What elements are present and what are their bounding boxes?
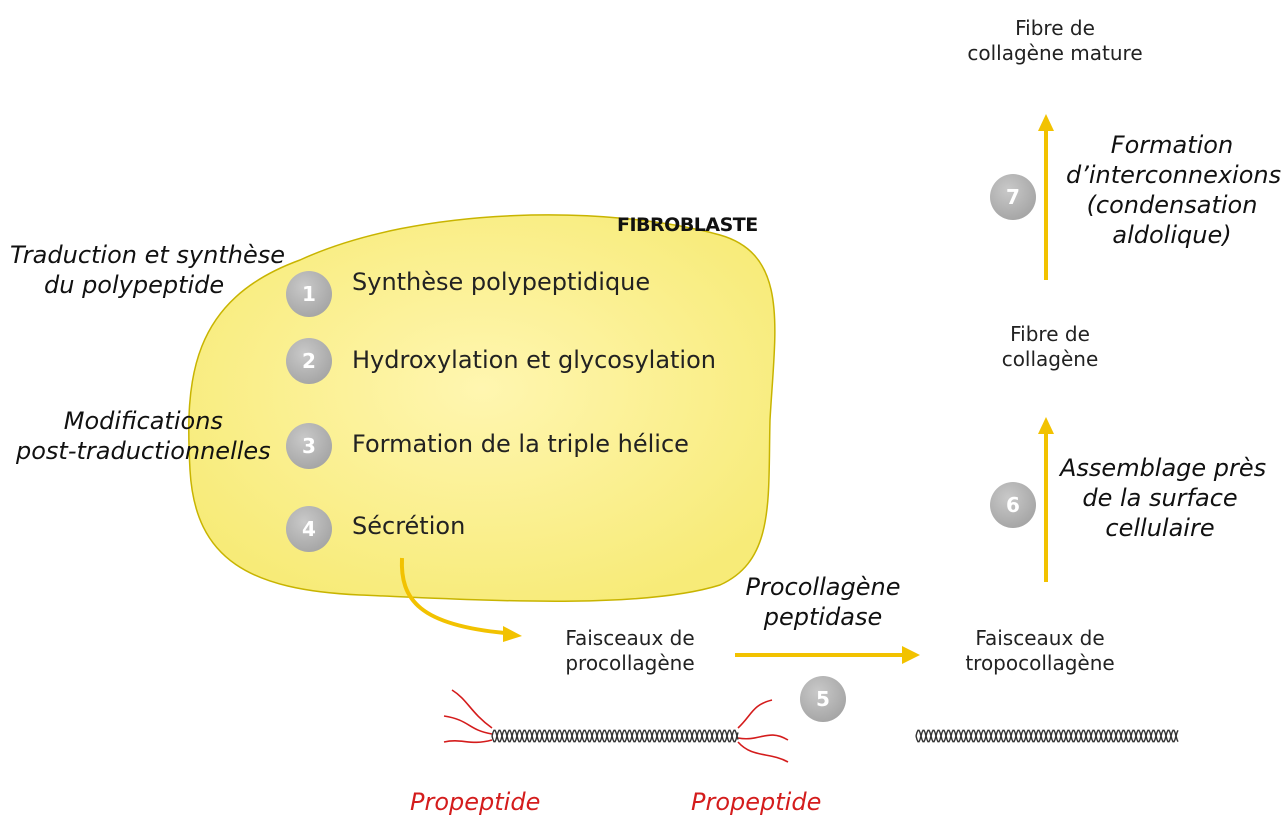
tropocollagen-label: Faisceaux de tropocollagène: [945, 626, 1135, 676]
tropocollagen-line-2: tropocollagène: [965, 651, 1115, 675]
step-4-badge: 4: [286, 506, 332, 552]
modifications-label: Modifications post-traductionnelles: [16, 406, 271, 466]
propeptide-left-label: Propeptide: [410, 788, 541, 816]
step-3-badge: 3: [286, 423, 332, 469]
assembly-line-3: cellulaire: [1105, 514, 1215, 542]
mature-fiber-line-2: collagène mature: [967, 41, 1143, 65]
fibroblast-cell: [188, 214, 776, 602]
step-3-label: Formation de la triple hélice: [352, 430, 689, 458]
propeptide-tails-left: [443, 689, 493, 744]
crosslink-line-4: aldolique): [1112, 221, 1232, 249]
propeptide-tails-right: [737, 699, 789, 763]
fibroblast-title: FIBROBLASTE: [617, 214, 758, 236]
mature-fiber-line-1: Fibre de: [1015, 16, 1095, 40]
assembly-line-1: Assemblage près: [1060, 454, 1267, 482]
procollagen-label: Faisceaux de procollagène: [540, 626, 720, 676]
propeptide-right-label: Propeptide: [691, 788, 822, 816]
step-1-label: Synthèse polypeptidique: [352, 268, 651, 296]
peptidase-arrowhead: [902, 646, 920, 664]
modifications-line-1: Modifications: [63, 407, 223, 435]
helix-tro-strand-1: [915, 729, 1179, 743]
translation-line-1: Traduction et synthèse: [10, 241, 285, 269]
secretion-arrowhead: [503, 626, 522, 642]
fiber-line-2: collagène: [1001, 347, 1099, 371]
crosslink-line-2: d’interconnexions: [1066, 161, 1282, 189]
helix-pro-strand-2: [491, 729, 739, 743]
peptidase-line-2: peptidase: [763, 603, 883, 631]
crosslink-arrowhead: [1038, 114, 1054, 131]
tropocollagen-triple-helix: [915, 729, 1179, 743]
step-1-badge: 1: [286, 271, 332, 317]
step-4-label: Sécrétion: [352, 512, 466, 540]
step-2-badge: 2: [286, 338, 332, 384]
step-7-badge: 7: [990, 174, 1036, 220]
crosslink-line-3: (condensation: [1086, 191, 1258, 219]
procollagen-triple-helix: [491, 729, 739, 743]
crosslink-label: Formation d’interconnexions (condensatio…: [1066, 130, 1282, 250]
procollagen-line-1: Faisceaux de: [565, 626, 695, 650]
step-5-badge: 5: [800, 676, 846, 722]
peptidase-label: Procollagène peptidase: [738, 572, 908, 632]
tropocollagen-line-1: Faisceaux de: [975, 626, 1105, 650]
secretion-arrow: [399, 557, 506, 635]
assembly-label: Assemblage près de la surface cellulaire: [1060, 453, 1267, 543]
assembly-arrowhead: [1038, 417, 1054, 434]
step-6-badge: 6: [990, 482, 1036, 528]
procollagen-line-2: procollagène: [565, 651, 695, 675]
fiber-line-1: Fibre de: [1010, 322, 1090, 346]
translation-line-2: du polypeptide: [44, 271, 225, 299]
assembly-line-2: de la surface: [1082, 484, 1238, 512]
translation-label: Traduction et synthèse du polypeptide: [10, 240, 285, 300]
crosslink-line-1: Formation: [1110, 131, 1234, 159]
helix-tro-strand-2: [915, 729, 1179, 743]
peptidase-line-1: Procollagène: [745, 573, 901, 601]
step-2-label: Hydroxylation et glycosylation: [352, 346, 716, 374]
mature-fiber-label: Fibre de collagène mature: [955, 16, 1155, 66]
modifications-line-2: post-traductionnelles: [16, 437, 271, 465]
fiber-label: Fibre de collagène: [960, 322, 1140, 372]
